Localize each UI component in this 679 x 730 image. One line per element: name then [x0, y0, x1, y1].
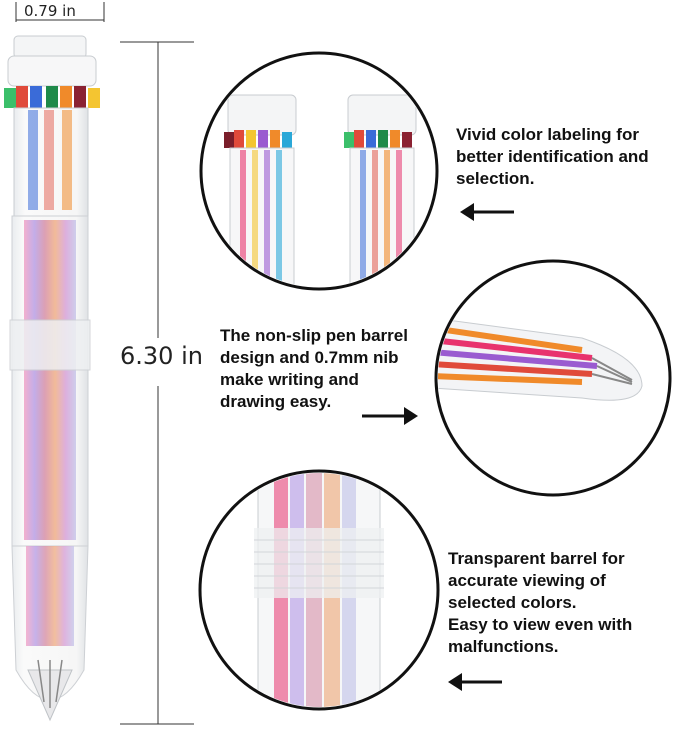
callout-top-line: Vivid color labeling for — [456, 125, 639, 144]
detail-circle-barrel — [198, 468, 440, 712]
callout-bottom: Transparent barrel for accurate viewing … — [448, 548, 678, 658]
height-bracket-icon — [120, 41, 194, 725]
callout-bottom-line: accurate viewing of — [448, 571, 606, 590]
callout-top: Vivid color labeling for better identifi… — [456, 124, 678, 190]
width-label: 0.79 in — [24, 2, 76, 20]
callout-middle-line: The non-slip pen barrel — [220, 326, 408, 345]
arrow-left-icon — [458, 200, 518, 224]
pen-image — [0, 30, 110, 730]
callout-bottom-line: Transparent barrel for — [448, 549, 625, 568]
detail-circle-nib — [432, 258, 674, 498]
arrow-left-icon — [446, 670, 506, 694]
callout-middle-line: drawing easy. — [220, 392, 332, 411]
callout-top-line: selection. — [456, 169, 535, 188]
callout-bottom-line: selected colors. — [448, 593, 577, 612]
width-dimension — [0, 0, 110, 24]
height-dimension — [120, 38, 200, 728]
detail-circle-color-labels — [198, 50, 440, 292]
callout-top-line: better identification and — [456, 147, 649, 166]
callout-middle: The non-slip pen barrel design and 0.7mm… — [220, 325, 430, 413]
callout-middle-line: design and 0.7mm nib — [220, 348, 399, 367]
arrow-right-icon — [360, 404, 420, 428]
height-label: 6.30 in — [120, 342, 203, 370]
callout-bottom-line: malfunctions. — [448, 637, 559, 656]
width-bracket-icon — [15, 2, 105, 22]
callout-middle-line: make writing and — [220, 370, 359, 389]
callout-bottom-line: Easy to view even with — [448, 615, 633, 634]
